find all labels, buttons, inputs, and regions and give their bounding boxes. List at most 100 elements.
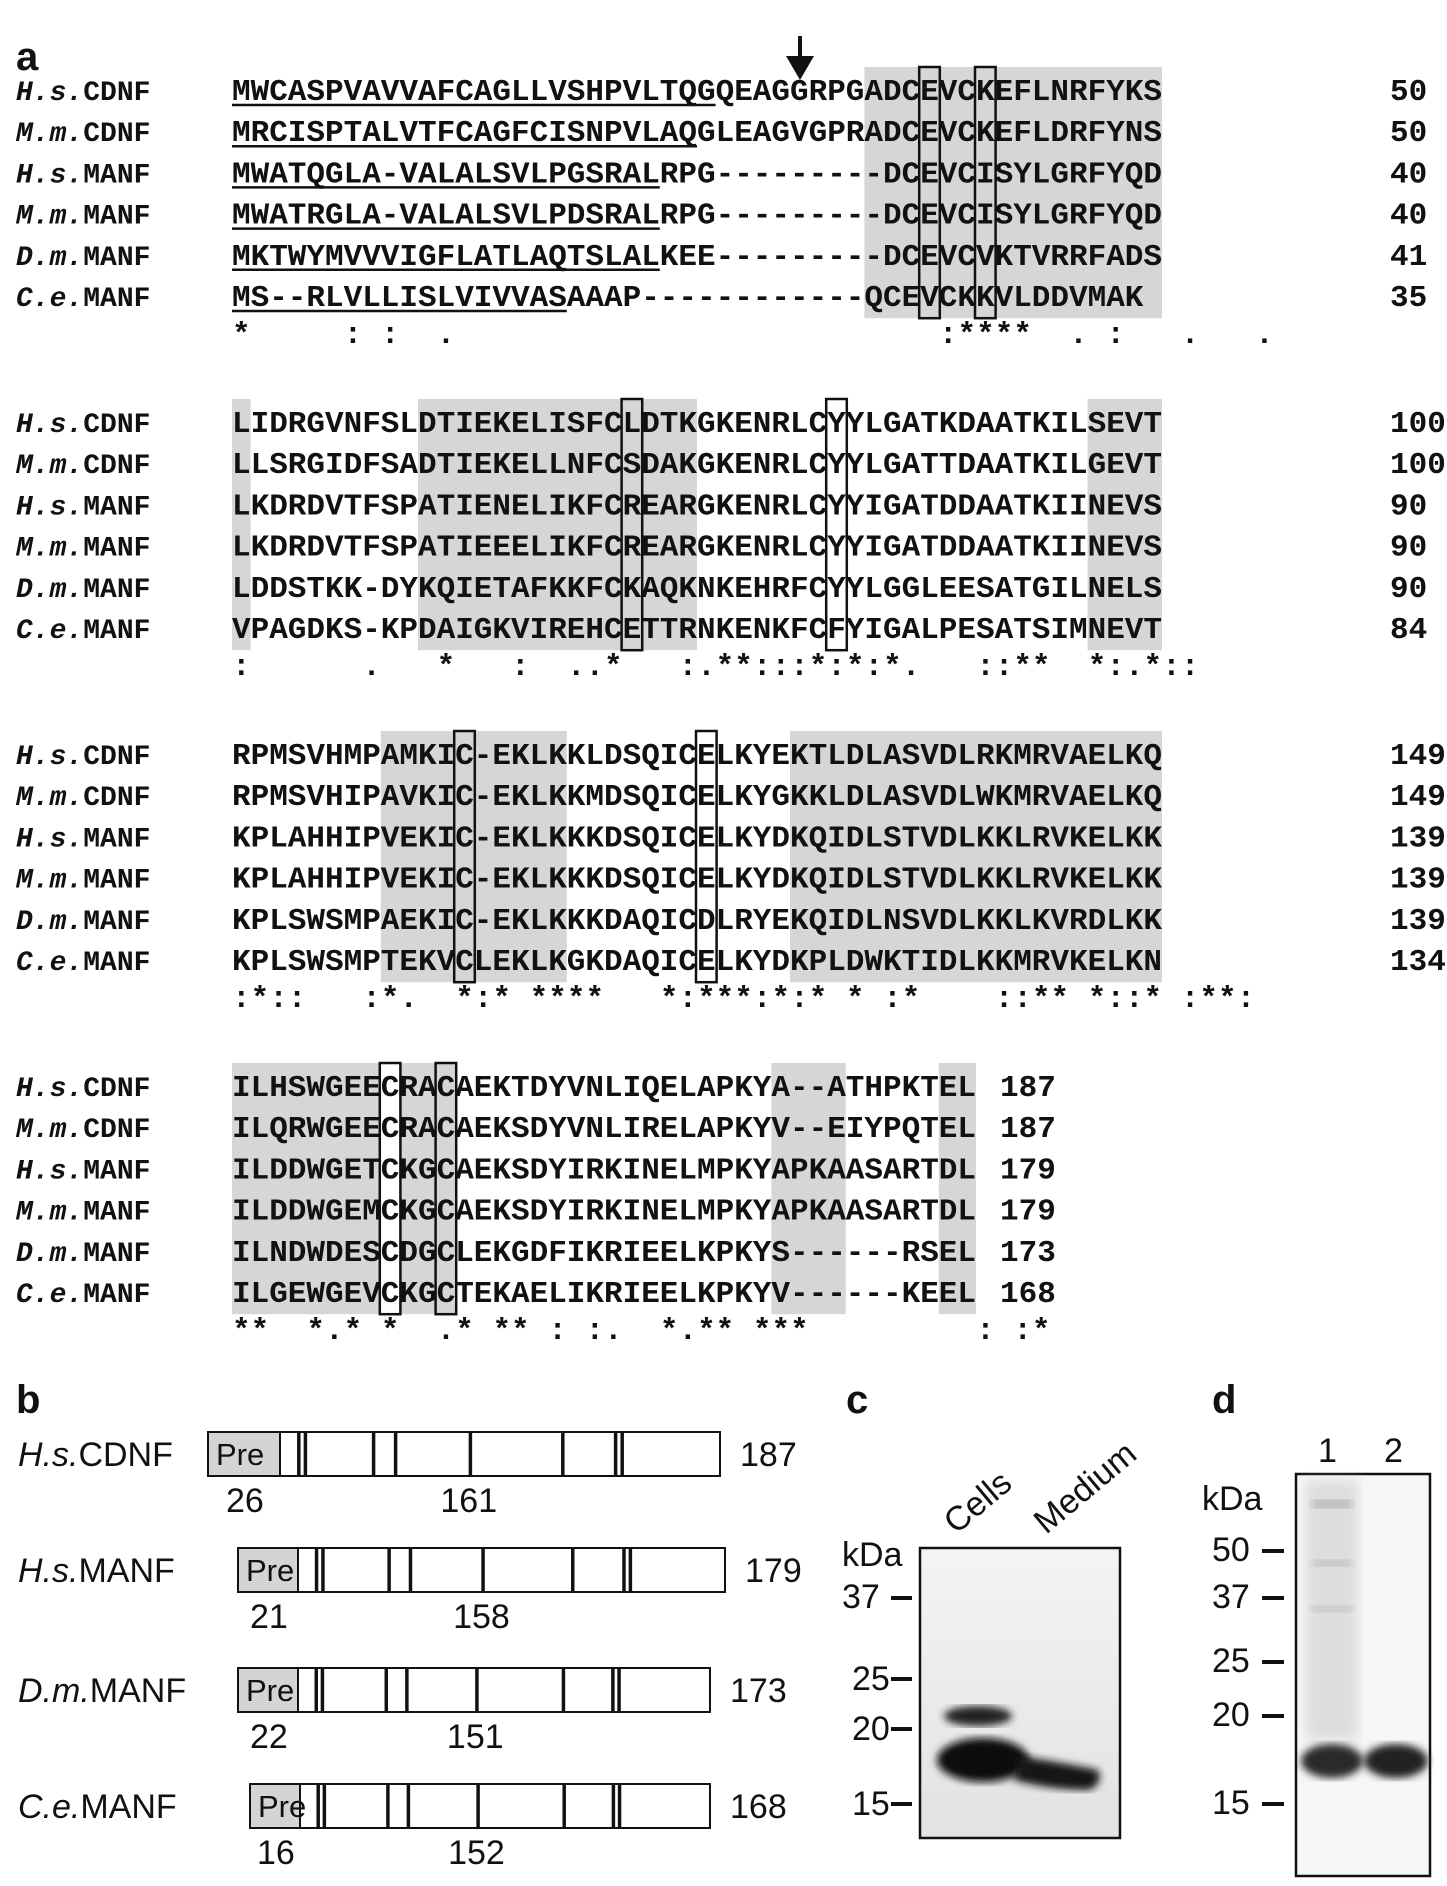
- cysteine-box: [434, 1061, 458, 1316]
- signal-peptide-box: [237, 1667, 299, 1713]
- sequence-name: H.s.CDNF: [16, 78, 150, 109]
- residue-count: 149: [1390, 739, 1446, 774]
- residue-count: 100: [1390, 448, 1446, 483]
- sequence: LIDRGVNFSLDTIEKELISFCLDTKGKENRLCYYLGATKD…: [232, 407, 1162, 442]
- pre-end-position: 16: [257, 1834, 295, 1872]
- lane-1-band: [1312, 1606, 1352, 1612]
- residue-count: 173: [1000, 1236, 1056, 1271]
- signal-peptide-box: [237, 1547, 299, 1593]
- gene-label: MANF: [83, 824, 150, 855]
- protein-length: 168: [730, 1788, 787, 1826]
- residue-count: 179: [1000, 1153, 1056, 1188]
- protein-name: H.s.CDNF: [18, 1436, 173, 1474]
- gene-label: MANF: [83, 907, 150, 938]
- band-cells-upper: [944, 1706, 1012, 1726]
- sequence: LKDRDVTFSPATIEEELIKFCREARGKENRLCYYIGATDD…: [232, 531, 1162, 566]
- sequence-name: M.m.CDNF: [15, 451, 150, 482]
- lane-2-main-band: [1364, 1744, 1428, 1778]
- species-label: H.s.: [16, 160, 83, 191]
- species-label: C.e.: [16, 616, 83, 647]
- sequence: KPLAHHIPVEKIC-EKLKKKDSQICELKYDKQIDLSTVDL…: [232, 821, 1162, 856]
- residue-count: 187: [1000, 1071, 1056, 1106]
- gene-label: CDNF: [83, 410, 150, 441]
- panel-d: d 1 2 kDa 50 37 25 20 15: [1202, 1378, 1432, 1878]
- conserved-region: [232, 399, 251, 651]
- residue-count: 168: [1000, 1277, 1056, 1312]
- species-label: C.e.: [16, 948, 83, 979]
- species-label: C.e.: [18, 1788, 80, 1826]
- conserved-region: [771, 1063, 846, 1315]
- residue-count: 40: [1390, 199, 1427, 234]
- protein-body: [237, 1667, 711, 1713]
- gene-label: CDNF: [83, 119, 150, 150]
- marker-20: 20: [1212, 1696, 1250, 1734]
- gene-label: CDNF: [83, 451, 150, 482]
- marker-20: 20: [852, 1710, 890, 1748]
- residue-count: 50: [1390, 116, 1427, 151]
- band-medium: [1014, 1756, 1100, 1790]
- gene-label: MANF: [83, 616, 150, 647]
- residue-count: 187: [1000, 1112, 1056, 1147]
- sequence-name: C.e.MANF: [16, 616, 150, 647]
- residue-count: 40: [1390, 157, 1427, 192]
- sequence-name: M.m.MANF: [15, 1198, 150, 1229]
- residue-count: 41: [1390, 240, 1427, 275]
- panel-c: c Cells Medium kDa 37 25 20 15: [842, 1378, 1144, 1840]
- marker-25: 25: [852, 1660, 890, 1698]
- gene-label: MANF: [83, 202, 150, 233]
- residue-count: 35: [1390, 281, 1427, 316]
- marker-25: 25: [1212, 1642, 1250, 1680]
- species-label: D.m.: [16, 243, 83, 274]
- species-label: M.m.: [15, 202, 83, 233]
- sequence: KPLSWSMPTEKVCLEKLKGKDAQICELKYDKPLDWKTIDL…: [232, 945, 1162, 980]
- sequence: LKDRDVTFSPATIENELIKFCREARGKENRLCYYIGATDD…: [232, 489, 1162, 524]
- lane-1-main-band: [1301, 1744, 1363, 1778]
- protein-name: H.s.MANF: [18, 1552, 175, 1590]
- residue-count: 134: [1390, 945, 1446, 980]
- panel-c-label: c: [846, 1378, 868, 1422]
- cysteine-box: [917, 65, 942, 320]
- band-cells-lower: [937, 1738, 1029, 1782]
- gene-label: MANF: [83, 534, 150, 565]
- gene-label: CDNF: [78, 1436, 172, 1474]
- pre-label: Pre: [216, 1437, 264, 1472]
- mark-position: 152: [448, 1834, 505, 1872]
- gene-label: MANF: [83, 866, 150, 897]
- pre-label: Pre: [246, 1553, 294, 1588]
- gene-label: CDNF: [83, 1115, 150, 1146]
- sequence-name: D.m.MANF: [16, 575, 150, 606]
- species-label: C.e.: [16, 284, 83, 315]
- species-label: M.m.: [15, 783, 83, 814]
- lane-1-band: [1312, 1560, 1352, 1566]
- residue-count: 50: [1390, 75, 1427, 110]
- cysteine-box: [824, 397, 849, 652]
- species-label: M.m.: [15, 119, 83, 150]
- sequence-name: M.m.MANF: [15, 866, 150, 897]
- marker-37: 37: [1212, 1578, 1250, 1616]
- conserved-region: [1087, 399, 1162, 651]
- sequence-name: H.s.MANF: [16, 492, 150, 523]
- gene-label: MANF: [83, 1198, 150, 1229]
- sequence-name: M.m.CDNF: [15, 119, 150, 150]
- sequence-name: D.m.MANF: [16, 1239, 150, 1270]
- sequence-name: D.m.MANF: [16, 243, 150, 274]
- gene-label: MANF: [83, 160, 150, 191]
- sequence-name: H.s.MANF: [16, 1156, 150, 1187]
- signal-peptide-box: [249, 1783, 301, 1829]
- marker-15: 15: [852, 1785, 890, 1823]
- sequence: KPLSWSMPAEKIC-EKLKKKDAQICDLRYEKQIDLNSVDL…: [232, 904, 1162, 939]
- sequence: LLSRGIDFSADTIEKELLNFCSDAKGKENRLCYYLGATTD…: [232, 448, 1162, 483]
- species-label: M.m.: [15, 451, 83, 482]
- kda-unit-label: kDa: [842, 1536, 903, 1574]
- gene-label: MANF: [83, 284, 150, 315]
- cysteine-box: [620, 397, 644, 652]
- lane-label-medium: Medium: [1027, 1434, 1144, 1541]
- mark-position: 158: [453, 1598, 510, 1636]
- sequence-name: H.s.MANF: [16, 160, 150, 191]
- sequence-name: M.m.CDNF: [15, 1115, 150, 1146]
- lane-label-cells: Cells: [937, 1463, 1019, 1541]
- sequence: KPLAHHIPVEKIC-EKLKKKDSQICELKYDKQIDLSTVDL…: [232, 863, 1162, 898]
